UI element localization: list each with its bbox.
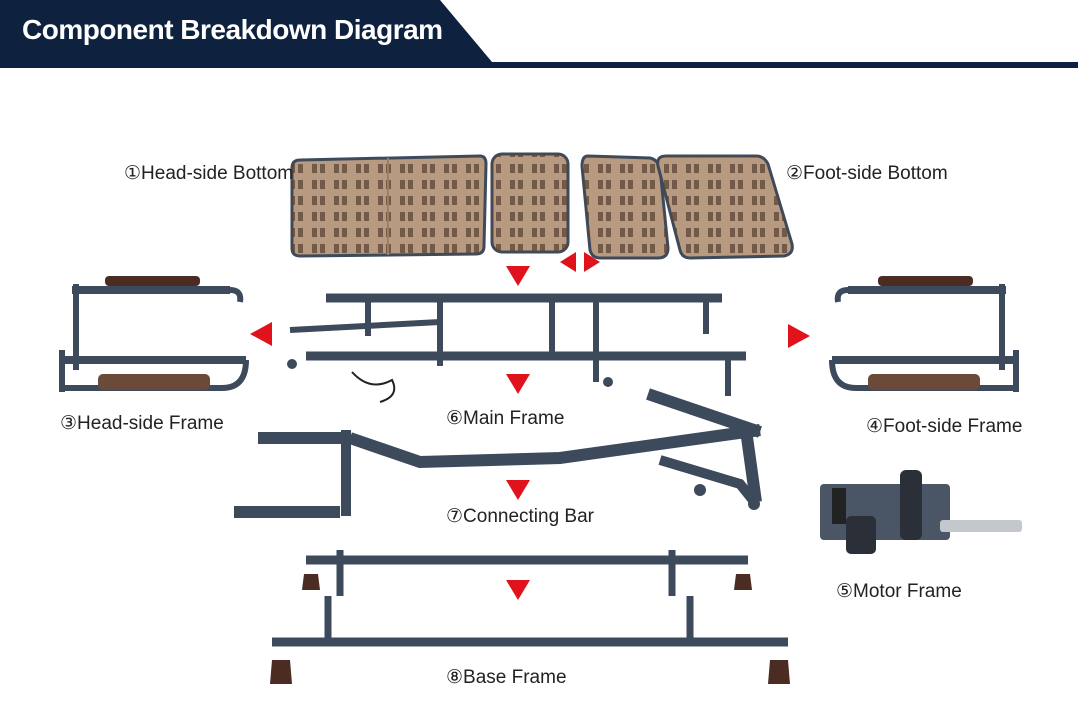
label-connecting-bar: ⑦Connecting Bar — [446, 506, 595, 527]
arrow-down-icon — [506, 580, 530, 600]
label-base-frame: ⑧Base Frame — [446, 667, 567, 688]
arrow-down-icon — [506, 266, 530, 286]
label-head-side-bottom: ①Head-side Bottom — [124, 163, 294, 184]
arrows — [250, 252, 810, 600]
connecting-bar-illustration — [234, 388, 762, 518]
arrow-left-icon — [250, 322, 272, 346]
label-motor-frame: ⑤Motor Frame — [836, 581, 962, 602]
label-foot-side-bottom: ②Foot-side Bottom — [786, 163, 948, 184]
arrow-right-icon — [788, 324, 810, 348]
label-main-frame: ⑥Main Frame — [446, 408, 565, 429]
arrow-right-icon — [584, 252, 600, 272]
base-frame-illustration — [270, 550, 790, 684]
page-title: Component Breakdown Diagram — [22, 14, 443, 45]
arrow-left-icon — [560, 252, 576, 272]
head-side-bottom-panel — [290, 154, 488, 258]
arrow-down-icon — [506, 374, 530, 394]
header-band — [0, 0, 1078, 68]
main-frame-illustration — [287, 293, 746, 403]
motor-frame-illustration — [820, 470, 1022, 554]
label-head-side-frame: ③Head-side Frame — [60, 413, 224, 434]
foot-side-frame-illustration — [829, 276, 1019, 392]
foot-side-bottom-panel — [580, 154, 794, 260]
seat-bottom-panel — [490, 152, 570, 254]
label-foot-side-frame: ④Foot-side Frame — [866, 416, 1023, 437]
head-side-frame-illustration — [59, 276, 249, 392]
arrow-down-icon — [506, 480, 530, 500]
